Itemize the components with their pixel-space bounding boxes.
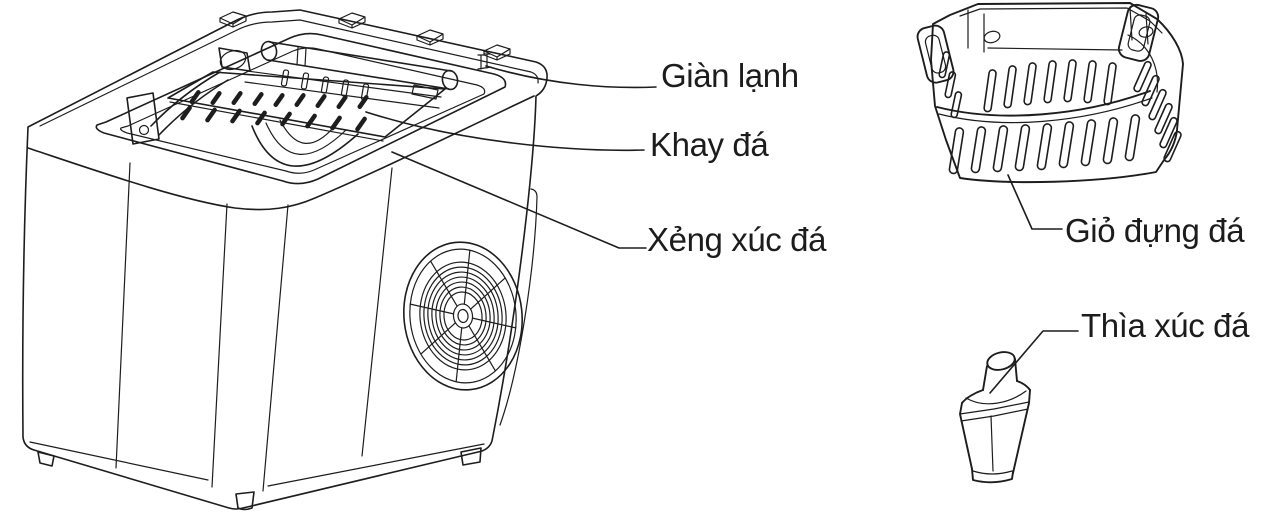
leader-line-ice-scoop bbox=[989, 330, 1079, 394]
shovel-arm bbox=[126, 47, 251, 145]
basket-left-slats bbox=[938, 51, 963, 119]
rim-tabs bbox=[219, 11, 511, 61]
leader-line-ice-tray bbox=[365, 111, 645, 152]
rim-pin bbox=[477, 53, 492, 70]
rear-panel-edge bbox=[499, 188, 538, 426]
label-ice-scoop: Thìa xúc đá bbox=[1081, 307, 1250, 344]
ice-tray-arcs bbox=[251, 119, 359, 167]
cooling-coil-roller bbox=[260, 40, 459, 91]
ice-shovel-plate bbox=[167, 71, 446, 142]
leader-line-ice-basket bbox=[1007, 174, 1063, 230]
fan-grille bbox=[403, 241, 523, 391]
ice-scoop-drawing bbox=[959, 351, 1031, 484]
leader-line-cooling-coil bbox=[485, 65, 657, 89]
leader-line-ice-shovel bbox=[391, 151, 647, 249]
basket-front-slots bbox=[948, 114, 1141, 175]
basket-right-handle bbox=[1117, 3, 1160, 62]
leader-lines bbox=[365, 65, 1079, 394]
machine-feet bbox=[37, 447, 482, 511]
basket-interior-bars bbox=[983, 59, 1117, 113]
label-ice-shovel: Xẻng xúc đá bbox=[647, 221, 827, 258]
basket-right-slats bbox=[1133, 60, 1182, 163]
ice-basket-drawing bbox=[916, 2, 1184, 184]
shovel-slots-row2 bbox=[180, 105, 367, 132]
ice-maker-drawing bbox=[21, 9, 548, 511]
shovel-slots-row1 bbox=[189, 90, 369, 110]
label-ice-basket: Giỏ đựng đá bbox=[1065, 212, 1245, 249]
label-ice-tray: Khay đá bbox=[650, 126, 769, 163]
label-cooling-coil: Giàn lạnh bbox=[661, 57, 799, 94]
